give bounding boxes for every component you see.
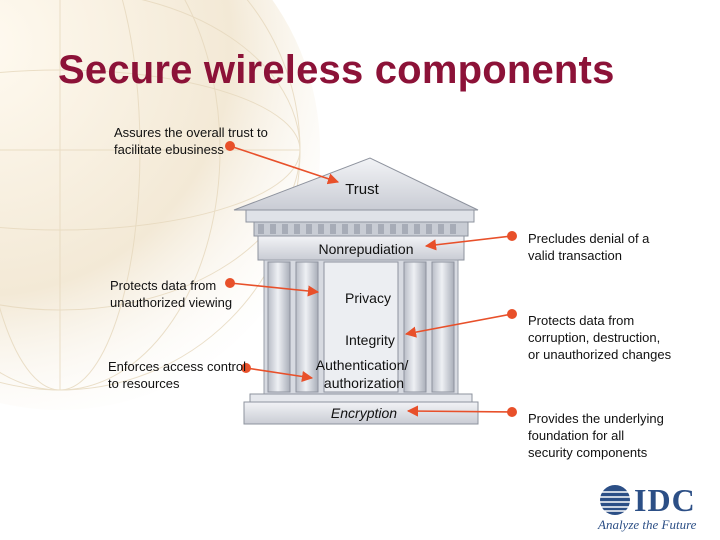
dot-authentication bbox=[241, 363, 251, 373]
label-nonrepudiation: Nonrepudiation bbox=[319, 241, 414, 257]
temple-column bbox=[267, 261, 291, 393]
globe-icon bbox=[599, 485, 631, 515]
arrow-authentication bbox=[245, 367, 314, 383]
label-integrity: Integrity bbox=[345, 332, 395, 348]
note-trust: Assures the overall trust to facilitate … bbox=[114, 125, 268, 157]
temple-step bbox=[249, 393, 473, 403]
dot-trust bbox=[225, 141, 235, 151]
note-privacy: Protects data from unauthorized viewing bbox=[110, 278, 233, 310]
dot-integrity bbox=[507, 309, 517, 319]
note-nonrepudiation: Precludes denial of a valid transaction bbox=[528, 231, 650, 263]
temple-cornice bbox=[245, 209, 475, 223]
dot-privacy bbox=[225, 278, 235, 288]
idc-logo: IDC Analyze the Future bbox=[596, 482, 708, 534]
dot-nonrepudiation bbox=[507, 231, 517, 241]
arrow-integrity bbox=[404, 313, 513, 338]
logo-wordmark: IDC bbox=[634, 482, 696, 518]
note-integrity: Protects data from corruption, destructi… bbox=[528, 313, 672, 362]
arrow-trust bbox=[229, 145, 340, 185]
dot-encryption bbox=[507, 407, 517, 417]
note-authentication: Enforces access control to resources bbox=[108, 359, 247, 391]
temple-base bbox=[243, 401, 479, 425]
label-privacy: Privacy bbox=[345, 290, 391, 306]
logo-tagline: Analyze the Future bbox=[598, 517, 697, 532]
label-encryption: Encryption bbox=[331, 405, 397, 421]
temple-column bbox=[295, 261, 319, 393]
arrow-encryption bbox=[406, 405, 513, 417]
arrow-privacy bbox=[229, 282, 320, 297]
label-authentication: Authentication/ authorization bbox=[316, 357, 413, 391]
note-encryption: Provides the underlying foundation for a… bbox=[528, 411, 664, 460]
arrow-nonrepudiation bbox=[424, 235, 513, 251]
label-trust: Trust bbox=[345, 181, 379, 198]
slide-title: Secure wireless components bbox=[58, 48, 615, 92]
